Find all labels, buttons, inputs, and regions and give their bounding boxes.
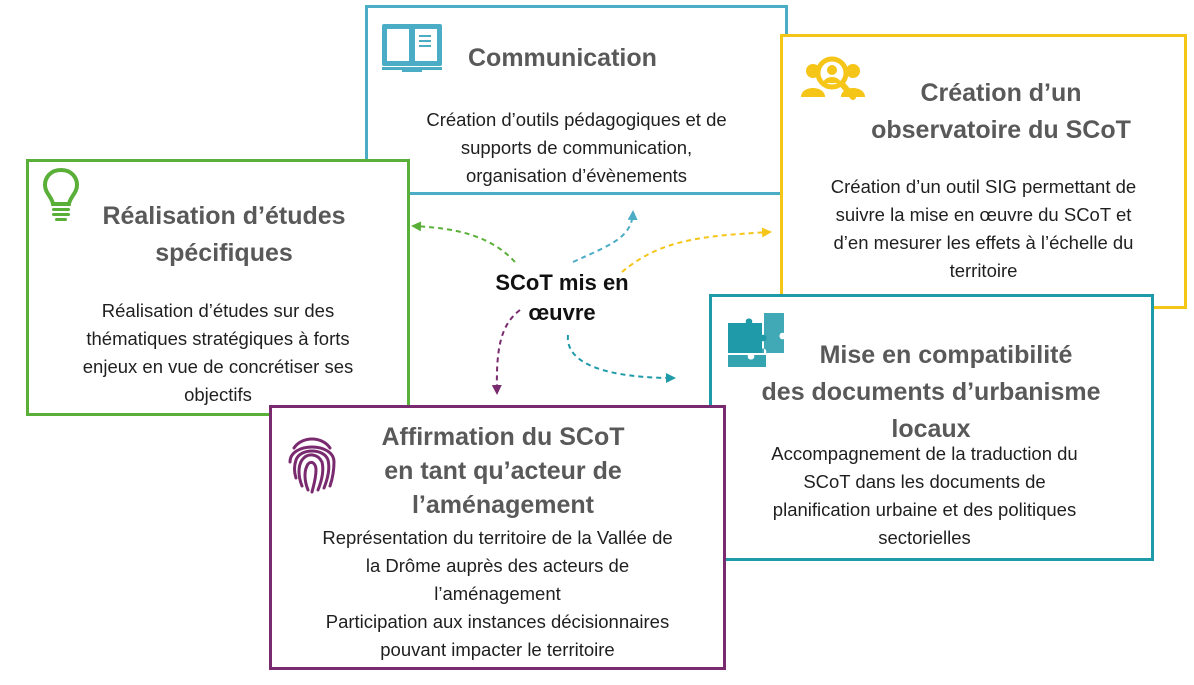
arrow-to-communication bbox=[572, 210, 638, 263]
etudes-title: Réalisation d’études spécifiques bbox=[102, 202, 346, 267]
affirmation-text: Représentation du territoire de la Vallé… bbox=[322, 527, 673, 660]
book-icon bbox=[382, 24, 442, 72]
compatibilite-box: Mise en compatibilité des documents d’ur… bbox=[709, 294, 1154, 561]
center-label: SCoT mis en œuvre bbox=[495, 270, 629, 325]
arrow-to-compatibilite bbox=[566, 334, 676, 383]
arrow-to-affirmation bbox=[491, 309, 521, 395]
lightbulb-icon bbox=[42, 167, 80, 221]
affirmation-title: Affirmation du SCoT en tant qu’acteur de… bbox=[381, 423, 625, 519]
fingerprint-icon bbox=[288, 437, 336, 494]
etudes-text: Réalisation d’études sur des thématiques… bbox=[82, 300, 354, 405]
people-search-icon bbox=[801, 56, 865, 100]
etudes-box: Réalisation d’études spécifiques Réalisa… bbox=[26, 159, 410, 416]
puzzle-icon bbox=[728, 313, 784, 367]
observatoire-box: Création d’un observatoire du SCoT Créat… bbox=[780, 34, 1187, 309]
communication-title: Communication bbox=[468, 44, 657, 72]
communication-text: Création d’outils pédagogiques et de sup… bbox=[426, 109, 727, 186]
observatoire-title: Création d’un observatoire du SCoT bbox=[871, 79, 1131, 144]
compatibilite-title: Mise en compatibilité des documents d’ur… bbox=[761, 341, 1101, 443]
affirmation-box: Affirmation du SCoT en tant qu’acteur de… bbox=[269, 405, 726, 670]
compatibilite-text: Accompagnement de la traduction du SCoT … bbox=[771, 443, 1078, 548]
observatoire-text: Création d’un outil SIG permettant de su… bbox=[830, 176, 1137, 281]
communication-box: Communication Création d’outils pédagogi… bbox=[365, 5, 788, 195]
arrow-to-observatoire bbox=[621, 227, 772, 273]
arrow-to-etudes bbox=[411, 221, 516, 263]
